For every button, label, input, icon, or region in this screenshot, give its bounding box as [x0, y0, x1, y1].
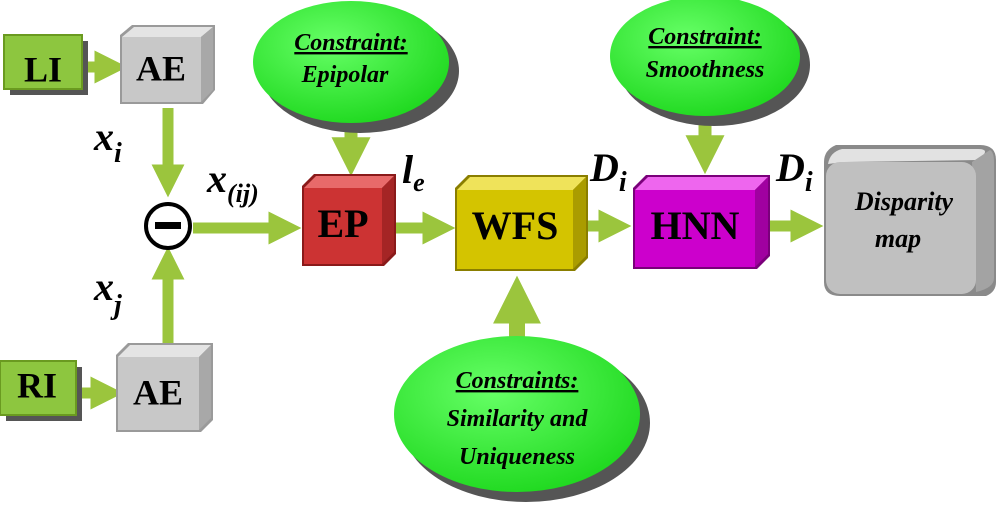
- subtract-node: [144, 202, 192, 250]
- epipolar-heading: Constraint:: [294, 30, 407, 56]
- input-box-li: LI: [3, 34, 88, 95]
- similarity-line2: Uniqueness: [459, 444, 575, 470]
- ae-top-label: AE: [136, 48, 186, 88]
- label-di-wfs: Di: [589, 145, 627, 198]
- disparity-label-line2: map: [875, 224, 921, 253]
- disparity-label-line1: Disparity: [854, 187, 954, 216]
- wfs-block: WFS: [455, 175, 588, 271]
- hnn-label: HNN: [651, 203, 740, 248]
- ri-label: RI: [17, 365, 57, 405]
- input-box-ri: RI: [0, 360, 82, 421]
- constraint-epipolar: Constraint: Epipolar: [253, 1, 459, 133]
- hnn-block: HNN: [633, 175, 770, 269]
- ep-label: EP: [317, 201, 368, 246]
- ae-bottom-label: AE: [133, 372, 183, 412]
- smoothness-text: Smoothness: [646, 57, 765, 83]
- disparity-map-block: Disparity map: [824, 145, 996, 296]
- epipolar-text: Epipolar: [301, 62, 389, 88]
- label-xij: x(ij): [206, 156, 259, 208]
- ae-block-top: AE: [120, 25, 215, 104]
- label-xi: xi: [93, 114, 122, 169]
- signal-labels: xi xj x(ij) le Di Di: [93, 114, 813, 321]
- similarity-heading: Constraints:: [456, 368, 579, 394]
- constraint-similarity-uniqueness: Constraints: Similarity and Uniqueness: [394, 336, 650, 502]
- ep-block: EP: [302, 174, 396, 266]
- similarity-line1: Similarity and: [447, 406, 589, 432]
- smoothness-heading: Constraint:: [648, 24, 761, 50]
- constraint-smoothness: Constraint: Smoothness: [610, 0, 810, 126]
- label-di-hnn: Di: [775, 145, 813, 198]
- label-xj: xj: [93, 264, 122, 321]
- connector-arrows: [82, 50, 824, 410]
- ae-block-bottom: AE: [116, 343, 213, 432]
- li-label: LI: [24, 49, 62, 89]
- label-le: le: [402, 147, 425, 197]
- wfs-label: WFS: [472, 203, 559, 248]
- minus-icon: [155, 222, 181, 229]
